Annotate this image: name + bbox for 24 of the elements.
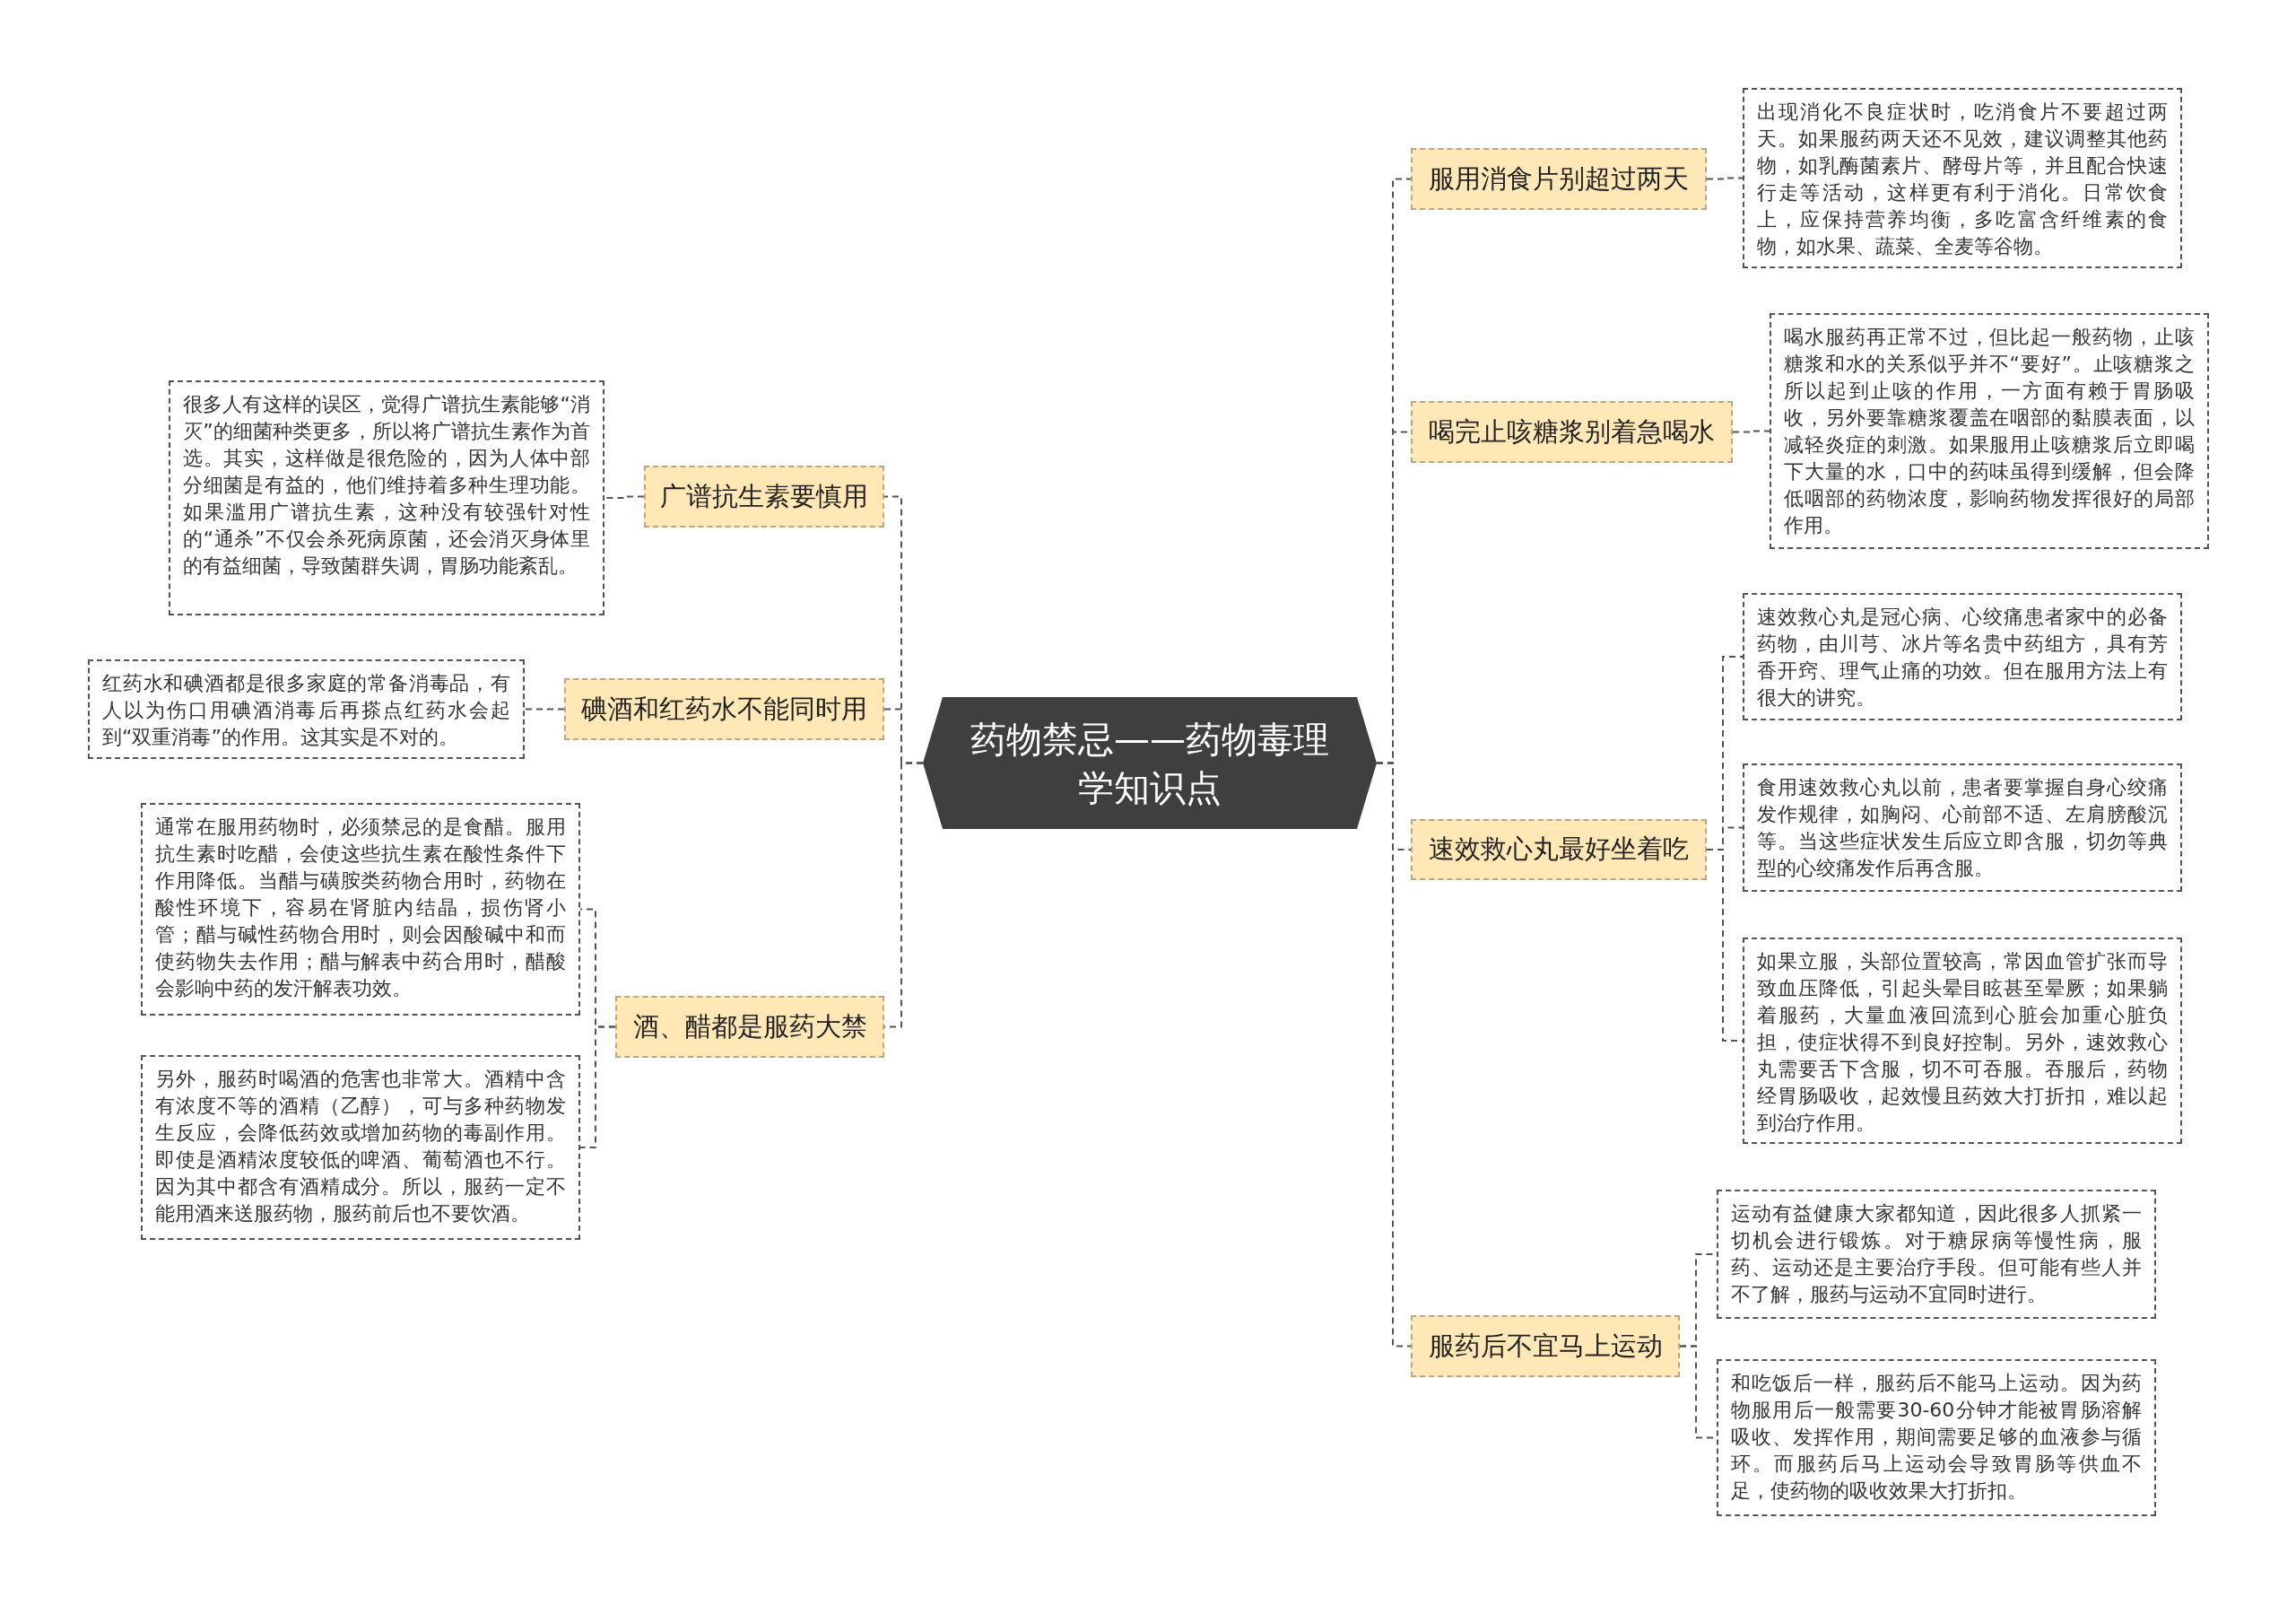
branch-box: 速效救心丸最好坐着吃 (1411, 819, 1707, 880)
connector-line (524, 708, 565, 711)
branch-box: 酒、醋都是服药大禁 (615, 996, 884, 1058)
note-box: 运动有益健康大家都知道，因此很多人抓紧一切机会进行锻炼。对于糖尿病等慢性病，服药、运动还是主要治疗手段。但可能有些人并不了解，服药与运动不宜同时进行。 (1717, 1190, 2156, 1319)
note-box: 出现消化不良症状时，吃消食片不要超过两天。如果服药两天还不见效，建议调整其他药物，如乳酶菌素片、酵母片等，并且配合快速行走等活动，这样更有利于消化。日常饮食上，应保持营养均衡，多吃富含纤维素的食物，如水果、蔬菜、全麦等谷物。 (1743, 88, 2182, 268)
note-box: 喝水服药再正常不过，但比起一般药物，止咳糖浆和水的关系似乎并不“要好”。止咳糖浆之所以起到止咳的作用，一方面有赖于胃肠吸收，另外要靠糖浆覆盖在咽部的黏膜表面，以减轻炎症的刺激。如果服用止咳糖浆后立即喝下大量的水，口中的药味虽得到缓解，但会降低咽部的药物浓度，影响药物发挥很好的局部作用。 (1770, 313, 2209, 549)
note-box: 很多人有这样的误区，觉得广谱抗生素能够“消灭”的细菌种类更多，所以将广谱抗生素作为首选。其实，这样做是很危险的，因为人体中部分细菌是有益的，他们维持着多种生理功能。如果滥用广谱抗生素，这种没有较强针对性的“通杀”不仅会杀死病原菌，还会消灭身体里的有益细菌，导致菌群失调，胃肠功能紊乱。 (169, 380, 604, 615)
note-box: 另外，服药时喝酒的危害也非常大。酒精中含有浓度不等的酒精（乙醇），可与多种药物发生反应，会降低药效或增加药物的毒副作用。即使是酒精浓度较低的啤酒、葡萄酒也不行。因为其中都含有酒精成分。所以，服药一定不能用酒来送服药物，服药前后也不要饮酒。 (141, 1055, 580, 1240)
note-box: 食用速效救心丸以前，患者要掌握自身心绞痛发作规律，如胸闷、心前部不适、左肩膀酸沉等。当这些症状发生后应立即含服，切勿等典型的心绞痛发作后再含服。 (1743, 763, 2182, 892)
branch-box: 服用消食片别超过两天 (1411, 148, 1707, 210)
connector-line (1376, 762, 1412, 1348)
connector-line (1732, 430, 1770, 433)
note-box: 如果立服，头部位置较高，常因血管扩张而导致血压降低，引起头晕目眩甚至晕厥；如果躺着服药，大量血液回流到心脏会加重心脏负担，使症状得不到良好控制。另外，速效救心丸需要舌下含服，切不可吞服。吞服后，药物经胃肠吸收，起效慢且药效大打折扣，难以起到治疗作用。 (1743, 938, 2182, 1144)
branch-box: 碘酒和红药水不能同时用 (564, 678, 884, 740)
note-box: 和吃饭后一样，服药后不能马上运动。因为药物服用后一般需要30-60分钟才能被胃肠溶解吸收、发挥作用，期间需要足够的血液参与循环。而服药后马上运动会导致胃肠等供血不足，使药物的吸收效果大打折扣。 (1717, 1359, 2156, 1516)
branch-box: 喝完止咳糖浆别着急喝水 (1411, 401, 1733, 463)
connector-line (1706, 177, 1744, 180)
branch-box: 服药后不宜马上运动 (1411, 1315, 1680, 1377)
topic-box: 药物禁忌——药物毒理学知识点 (923, 697, 1377, 829)
connector-line (579, 1025, 616, 1148)
note-box: 通常在服用药物时，必须禁忌的是食醋。服用抗生素时吃醋，会使这些抗生素在酸性条件下作用降低。当醋与磺胺类药物合用时，药物在酸性环境下，容易在肾脏内结晶，损伤肾小管；醋与碱性药物合用时，则会因酸碱中和而使药物失去作用；醋与解表中药合用时，醋酸会影响中药的发汗解表功效。 (141, 803, 580, 1016)
branch-box: 广谱抗生素要慎用 (644, 466, 884, 528)
note-box: 速效救心丸是冠心病、心绞痛患者家中的必备药物，由川芎、冰片等名贵中药组方，具有芳香开窍、理气止痛的功效。但在服用方法上有很大的讲究。 (1743, 593, 2182, 720)
note-box: 红药水和碘酒都是很多家庭的常备消毒品，有人以为伤口用碘酒消毒后再搽点红药水会起到“双重消毒”的作用。这其实是不对的。 (88, 659, 525, 759)
